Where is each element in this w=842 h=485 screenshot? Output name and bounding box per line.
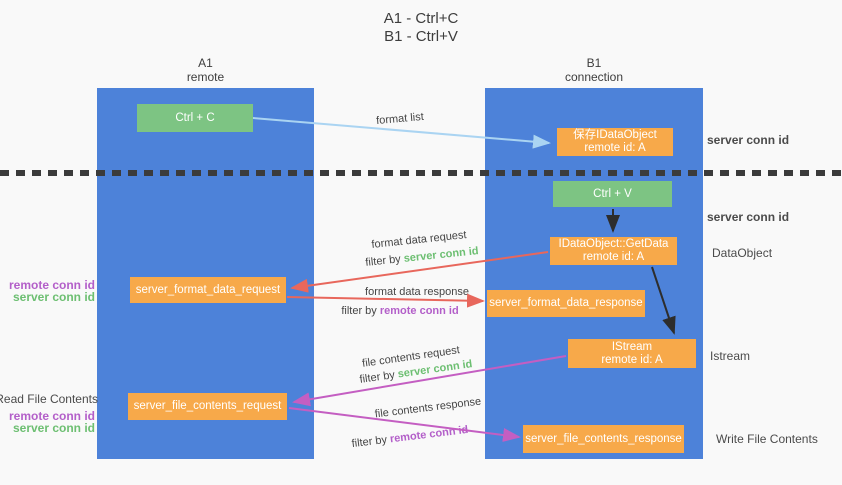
annotation-istream: Istream <box>710 349 751 363</box>
node-server-format-data-response: server_format_data_response <box>487 290 645 317</box>
node-ctrl-c-label: Ctrl + C <box>175 111 215 124</box>
annotation-dataobject: DataObject <box>712 246 773 260</box>
annotation-server-conn-id-mid: server conn id <box>707 210 790 224</box>
node-format-response-label: server_format_data_response <box>489 297 643 309</box>
node-idataobject-getdata: IDataObject::GetData remote id: A <box>550 237 677 265</box>
server-conn-id-text: server conn id <box>403 245 480 265</box>
node-istream-line2: remote id: A <box>601 353 663 366</box>
remote-conn-id-text: remote conn id <box>8 278 95 292</box>
node-getdata-line1: IDataObject::GetData <box>558 238 669 250</box>
title-line-1: A1 - Ctrl+C <box>383 10 459 27</box>
title-line-2: B1 - Ctrl+V <box>384 28 458 45</box>
filter-by-text: filter by <box>358 368 399 386</box>
filter-by-text: filter by <box>351 433 391 451</box>
node-ctrl-v-label: Ctrl + V <box>593 187 632 200</box>
node-getdata-line2: remote id: A <box>582 251 645 263</box>
node-server-format-data-request: server_format_data_request <box>130 277 286 303</box>
remote-conn-id-text: remote conn id <box>379 305 459 317</box>
diagram-title: A1 - Ctrl+C B1 - Ctrl+V <box>0 10 842 46</box>
label-format-list: format list <box>375 110 425 128</box>
boundary-dotted-line <box>0 170 842 176</box>
column-header-b1: B1 connection <box>485 56 703 84</box>
node-save-idataobject: 保存IDataObject remote id: A <box>557 128 673 156</box>
server-conn-id-text: server conn id <box>12 421 95 435</box>
node-server-file-contents-request: server_file_contents_request <box>128 393 287 420</box>
filter-by-text: filter by <box>364 252 405 269</box>
column-b1-role: connection <box>564 70 624 84</box>
annotation-conn-ids-format: remote conn id server conn id <box>9 279 95 303</box>
node-istream-line1: IStream <box>611 340 653 353</box>
node-file-response-label: server_file_contents_response <box>525 432 682 445</box>
filter-by-text: filter by <box>341 305 380 317</box>
label-filter-by-remote-conn-id-1: filter by remote conn id <box>341 305 458 317</box>
label-file-contents-response: file contents response <box>374 395 482 421</box>
node-istream: IStream remote id: A <box>568 339 696 368</box>
annotation-write-file-contents: Write File Contents <box>716 432 818 446</box>
node-save-idataobject-line2: remote id: A <box>584 142 646 154</box>
remote-conn-id-text: remote conn id <box>389 423 469 446</box>
node-save-idataobject-line1: 保存IDataObject <box>573 129 657 141</box>
node-ctrl-v: Ctrl + V <box>553 181 672 207</box>
label-format-data-response: format data response <box>365 286 469 298</box>
column-b1-name: B1 <box>586 56 602 70</box>
node-ctrl-c: Ctrl + C <box>137 104 253 132</box>
annotation-read-file-contents: Read File Contents <box>0 392 98 406</box>
node-file-request-label: server_file_contents_request <box>133 400 282 412</box>
annotation-conn-ids-file: remote conn id server conn id <box>9 410 95 434</box>
column-a1-name: A1 <box>198 56 213 70</box>
column-a1-role: remote <box>186 70 225 84</box>
annotation-server-conn-id-top: server conn id <box>707 133 790 147</box>
remote-conn-id-text: remote conn id <box>8 409 95 423</box>
node-format-request-label: server_format_data_request <box>135 283 281 296</box>
server-conn-id-text: server conn id <box>12 290 95 304</box>
node-server-file-contents-response: server_file_contents_response <box>523 425 684 453</box>
column-header-a1: A1 remote <box>97 56 314 84</box>
label-filter-by-remote-conn-id-2: filter by remote conn id <box>351 424 469 450</box>
